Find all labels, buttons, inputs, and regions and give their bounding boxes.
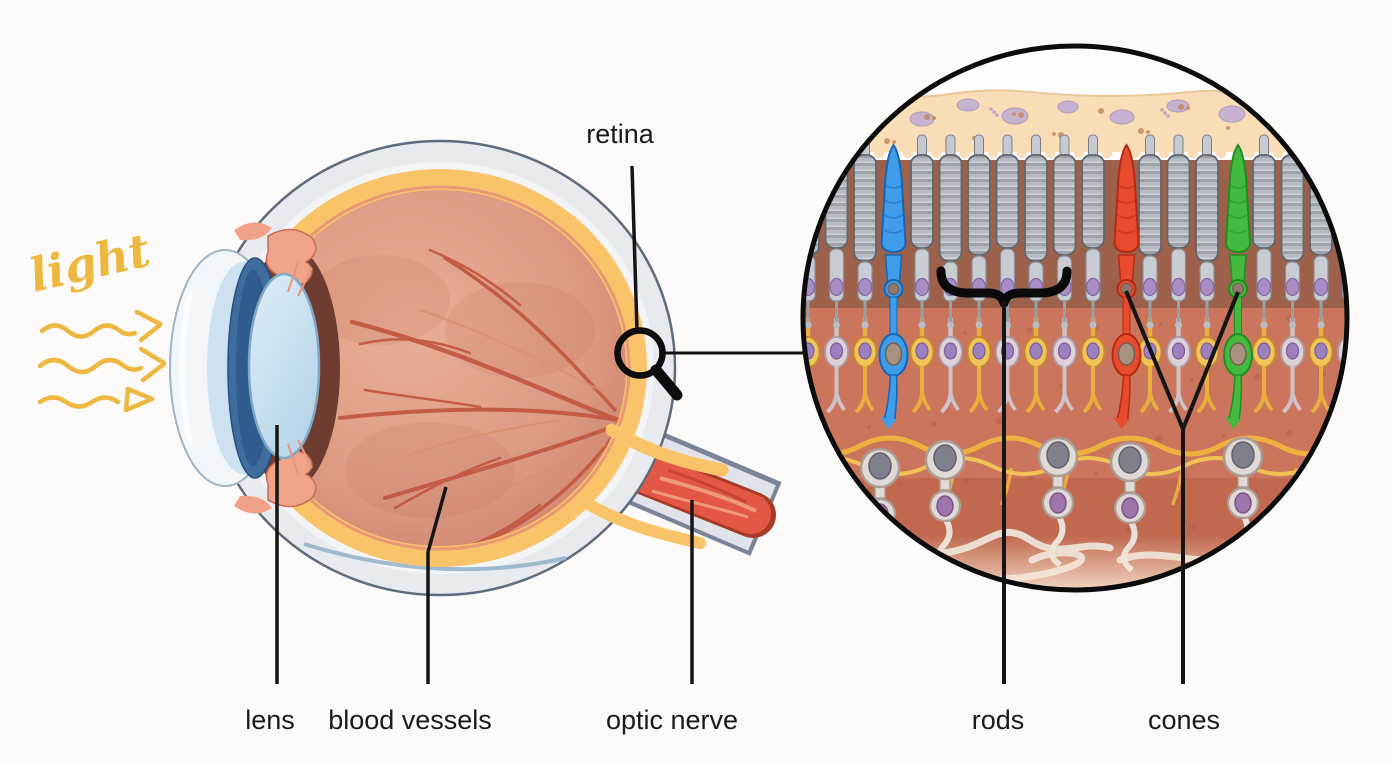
vitreous-interior xyxy=(254,190,626,546)
blood-vessel-network xyxy=(310,248,626,546)
epithelium-cell xyxy=(1001,107,1029,125)
cone-cell-blue xyxy=(878,143,909,429)
ciliary-body-bottom xyxy=(265,450,317,508)
ciliary-body-top xyxy=(265,228,317,286)
epithelium-cell xyxy=(1318,112,1342,128)
rod-cell xyxy=(1280,134,1305,329)
epithelium-cell xyxy=(1166,99,1190,113)
interneuron-cell xyxy=(824,318,849,506)
magnifier-icon xyxy=(614,327,666,379)
choroid-nerve-wrap-top xyxy=(605,423,729,477)
rod-cell xyxy=(910,134,934,329)
label-optic-nerve: optic nerve xyxy=(606,705,738,735)
epithelium-cell xyxy=(1277,101,1299,115)
light-ray-arrowhead xyxy=(134,309,163,343)
cornea-highlight xyxy=(179,291,193,445)
leader-line-blood-vessels xyxy=(426,486,448,684)
light-ray-arrow xyxy=(37,357,144,375)
limbus-wedge-top xyxy=(234,222,272,241)
eye-cross-section xyxy=(169,139,782,597)
epithelium-cell xyxy=(873,100,895,114)
epithelium-cell xyxy=(1057,100,1079,114)
rod-cell xyxy=(1195,134,1219,329)
limbus-wedge-bottom xyxy=(234,495,272,514)
magnifier-handle xyxy=(650,364,683,401)
label-lens: lens xyxy=(245,705,295,735)
label-blood-vessels: blood vessels xyxy=(328,705,492,735)
epithelium-cell xyxy=(824,106,852,122)
bipolar-cell xyxy=(1037,436,1079,568)
epithelium-cell xyxy=(909,111,935,127)
interneuron-cell xyxy=(1280,318,1305,506)
lens-shape xyxy=(247,272,321,460)
label-retina: retina xyxy=(586,119,655,149)
light-ray-arrow xyxy=(39,323,138,339)
leader-line-retina xyxy=(630,165,639,332)
light-ray-arrow xyxy=(37,395,121,409)
retina-closeup-content xyxy=(804,47,1346,589)
label-cones: cones xyxy=(1148,705,1220,735)
light-ray-arrowhead xyxy=(123,386,155,413)
cone-cell-red xyxy=(1111,143,1142,429)
bipolar-cell xyxy=(1222,436,1264,568)
zonule-fibers xyxy=(287,261,313,475)
interneuron-cell xyxy=(852,318,878,414)
rod-cell xyxy=(1081,134,1105,329)
cone-cell-layer xyxy=(878,143,1253,429)
interneuron-cell xyxy=(1337,336,1346,506)
optic-nerve-shape xyxy=(617,427,782,556)
epithelium-cell xyxy=(804,115,818,129)
rod-cell xyxy=(1138,134,1162,329)
choroid-nerve-wrap-bottom xyxy=(582,498,706,549)
bipolar-cell xyxy=(1109,441,1151,573)
light-annotation: light xyxy=(24,223,167,413)
leader-line-cones-branch xyxy=(1181,291,1240,430)
pigment-band xyxy=(804,90,1346,152)
epithelium-cell xyxy=(1109,109,1135,125)
interneuron-cell xyxy=(1308,318,1334,414)
closeup-circle-border xyxy=(800,43,1350,593)
rod-cell xyxy=(1166,134,1191,329)
epithelium-cell xyxy=(956,98,980,112)
rod-cell xyxy=(1252,134,1276,329)
bipolar-cell xyxy=(859,447,901,579)
light-ray-arrowhead xyxy=(138,346,167,383)
sclera-blue-line xyxy=(303,542,567,572)
cone-cell-green xyxy=(1223,143,1253,429)
light-label: light xyxy=(24,223,155,303)
epithelium-cell xyxy=(1218,105,1246,123)
label-rods: rods xyxy=(972,705,1025,735)
